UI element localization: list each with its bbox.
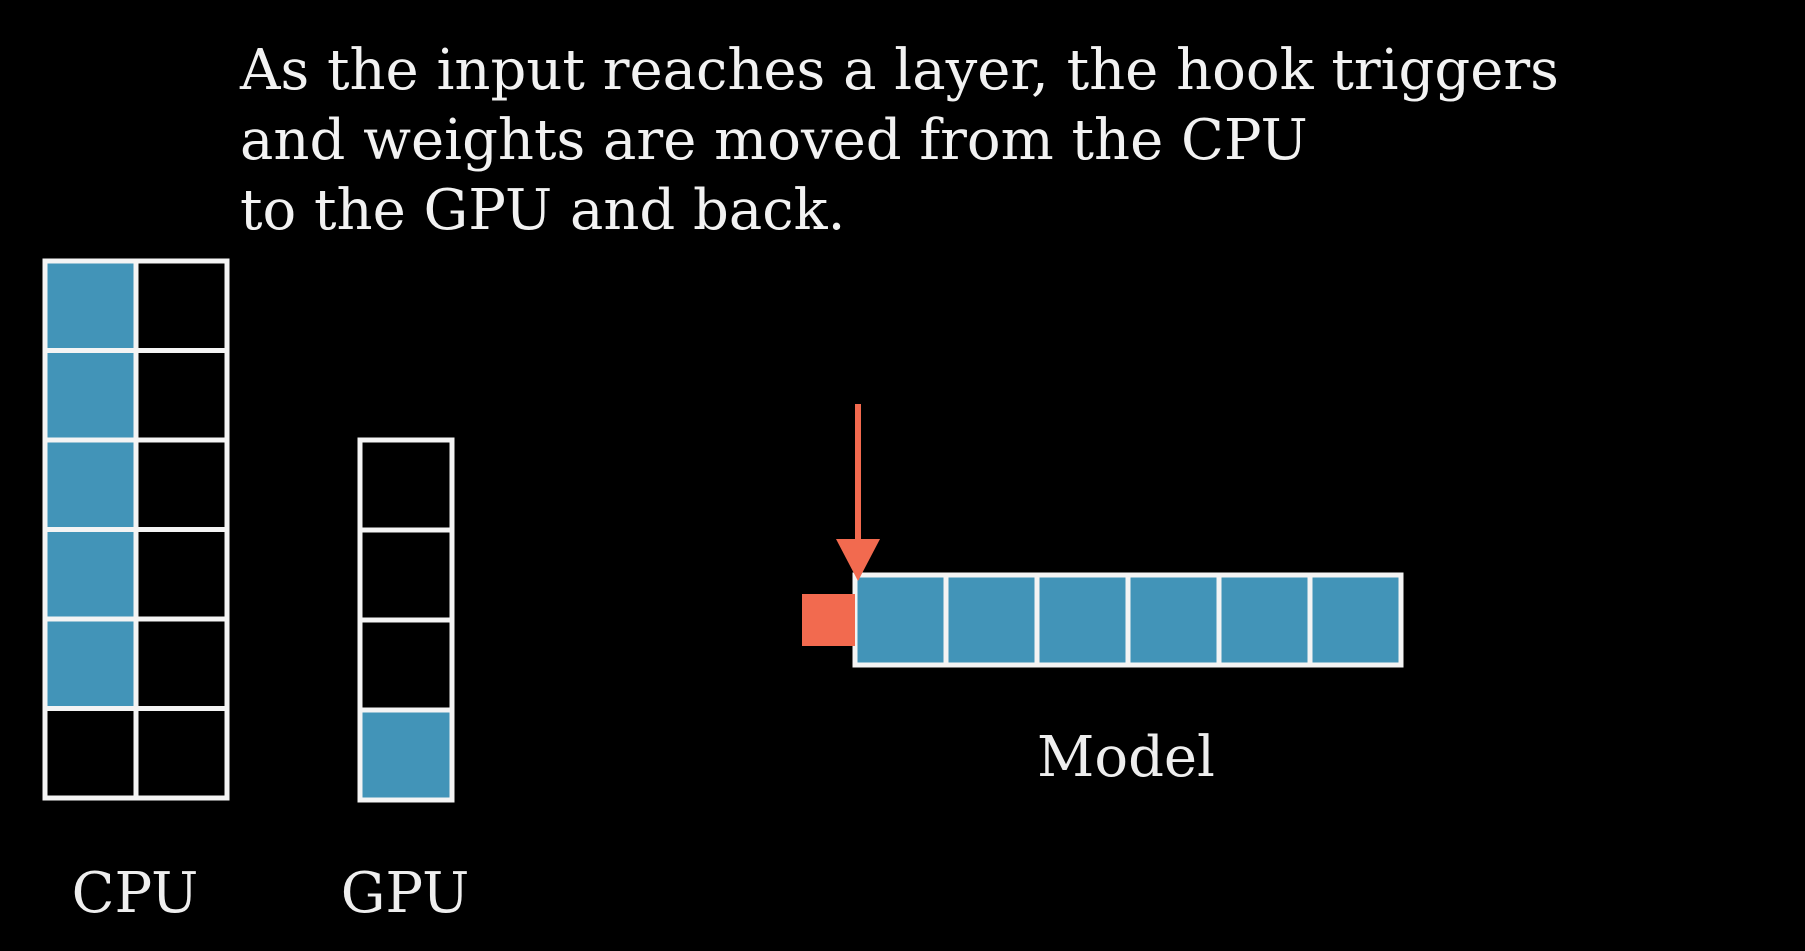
gpu-memory-grid (357, 437, 455, 803)
cpu-cell-r2-c2 (133, 348, 230, 443)
cpu-cell-r4-c1 (42, 527, 139, 622)
cpu-cell-r1-c1 (42, 258, 139, 353)
caption-line-3: to the GPU and back. (240, 178, 846, 243)
cpu-label: CPU (72, 861, 199, 926)
model-layer-6 (1307, 572, 1404, 668)
model-layer-1 (852, 572, 949, 668)
cpu-cell-r2-c1 (42, 348, 139, 443)
caption-line-2: and weights are moved from the CPU (240, 108, 1308, 173)
model-layer-3 (1034, 572, 1131, 668)
model-layer-4 (1125, 572, 1222, 668)
cpu-cell-r6-c2 (133, 706, 230, 801)
down-arrow-icon (836, 539, 880, 581)
gpu-cell-r1 (357, 437, 455, 533)
cpu-cell-r3-c2 (133, 437, 230, 532)
cpu-cell-r5-c1 (42, 616, 139, 711)
hook-pointer (802, 404, 880, 646)
cpu-cell-r5-c2 (133, 616, 230, 711)
cpu-cell-r6-c1 (42, 706, 139, 801)
gpu-label: GPU (341, 861, 470, 926)
caption-text: As the input reaches a layer, the hook t… (240, 36, 1559, 246)
model-layers (852, 572, 1404, 668)
gpu-cell-r2 (357, 527, 455, 623)
model-layer-2 (943, 572, 1040, 668)
cpu-cell-r1-c2 (133, 258, 230, 353)
cpu-cell-r3-c1 (42, 437, 139, 532)
gpu-cell-r3 (357, 617, 455, 713)
gpu-cell-r4 (357, 707, 455, 803)
input-block (802, 594, 855, 646)
model-label: Model (1037, 725, 1215, 790)
model-layer-5 (1216, 572, 1313, 668)
cpu-memory-grid (42, 258, 230, 801)
cpu-cell-r4-c2 (133, 527, 230, 622)
caption-line-1: As the input reaches a layer, the hook t… (240, 38, 1559, 103)
